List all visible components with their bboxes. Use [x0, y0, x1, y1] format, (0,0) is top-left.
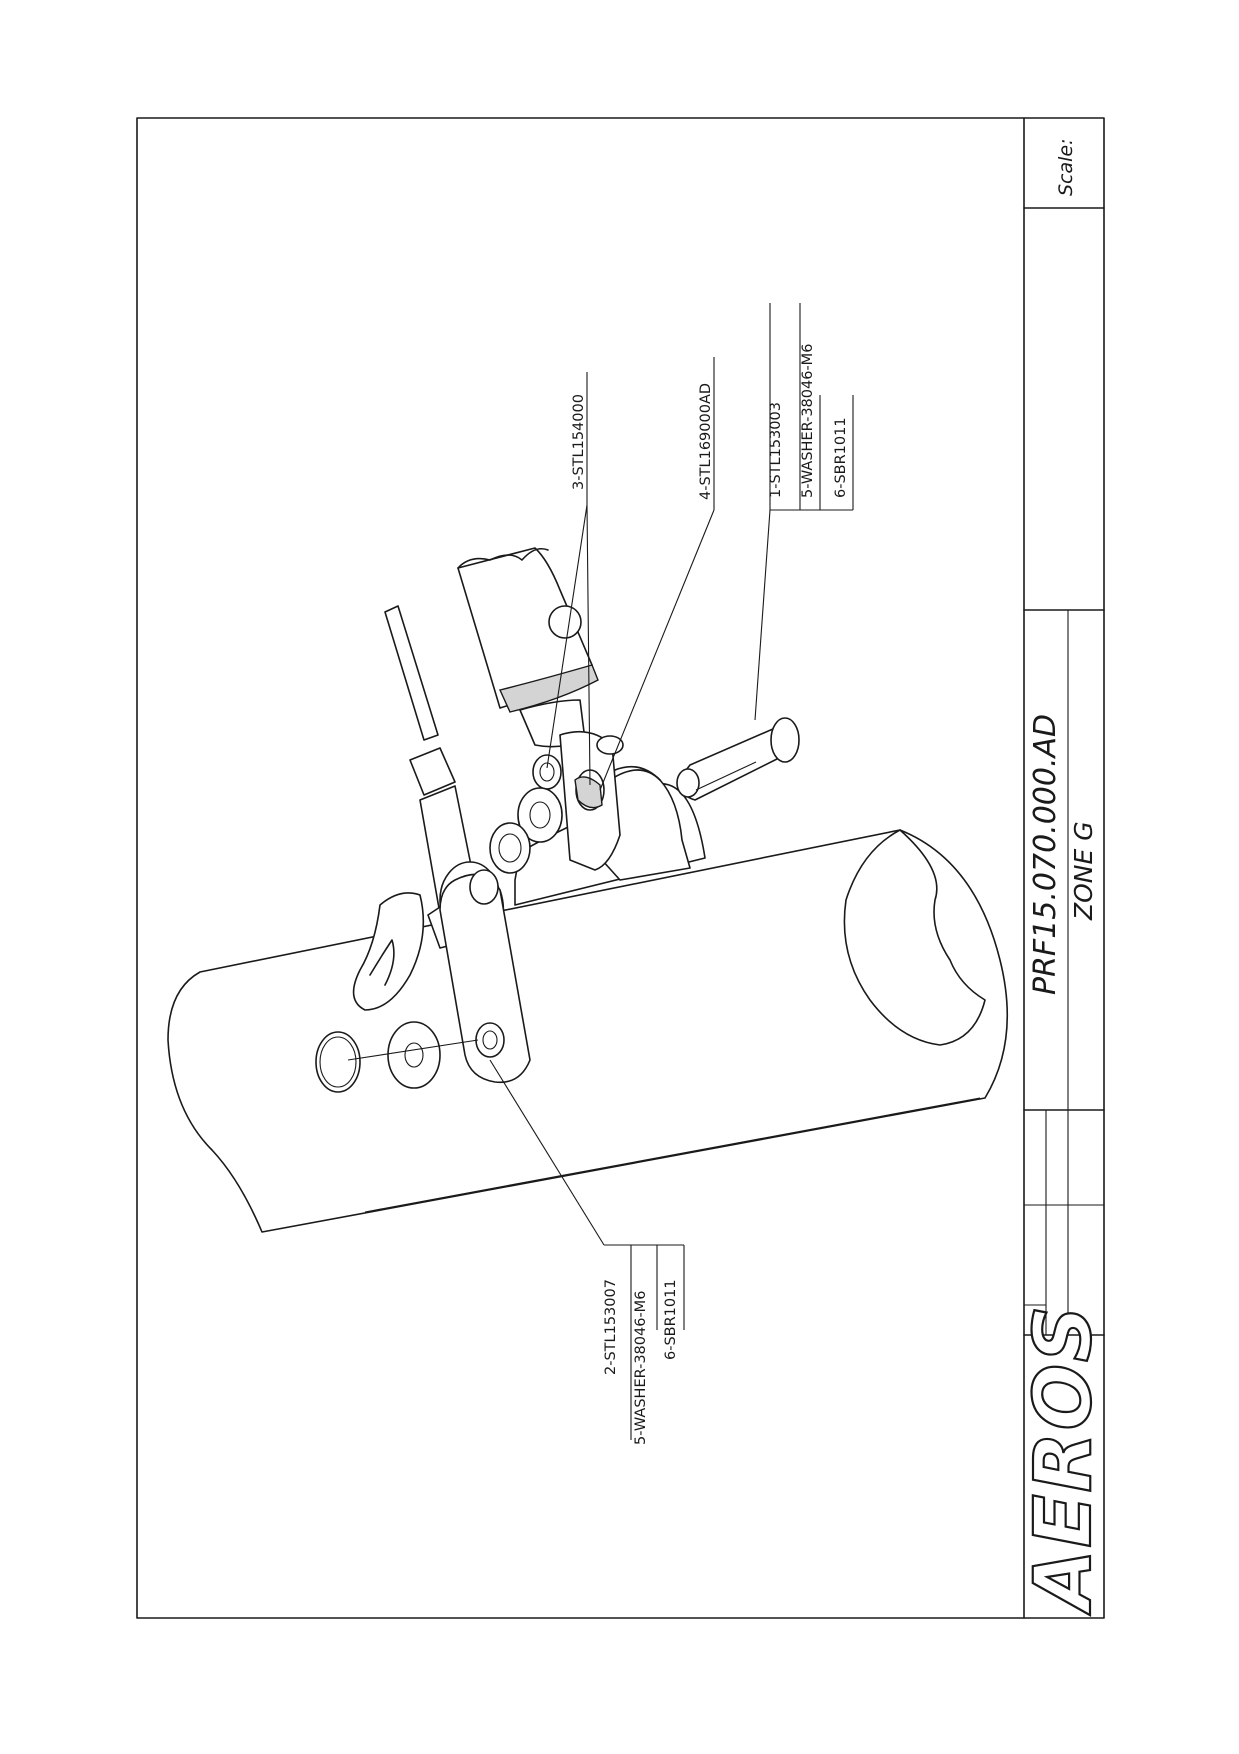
hook-piece	[352, 892, 425, 1011]
main-tube	[167, 829, 1009, 1233]
callout-6-sbr1011-bottom: 6-SBR1011	[663, 1279, 679, 1360]
bolt-upper	[676, 717, 800, 801]
drawing-frame	[136, 117, 1105, 1619]
washer-lower	[347, 1021, 479, 1089]
drawing-number: PRF15.070.000.AD	[1028, 714, 1063, 995]
callout-2-stl153007: 2-STL153007	[603, 1279, 619, 1375]
leader-lines	[489, 303, 854, 1440]
washer-stack-upper	[489, 754, 605, 874]
callout-labels: 3-STL154000 4-STL169000AD 1-STL153003 5-…	[571, 344, 849, 1445]
aeros-logo: AEROS	[1019, 1304, 1109, 1616]
circlip-lower	[315, 1031, 361, 1093]
title-block: Scale: PRF15.070.000.AD ZONE G AEROS	[1018, 117, 1110, 1619]
callout-3-stl154000: 3-STL154000	[571, 394, 587, 490]
upper-fitting	[457, 547, 624, 871]
callout-1-stl153003: 1-STL153003	[768, 402, 784, 498]
callout-4-stl169000ad: 4-STL169000AD	[698, 383, 714, 500]
callout-5-washer-bottom: 5-WASHER-38046-M6	[633, 1291, 649, 1445]
callout-6-sbr1011-top: 6-SBR1011	[833, 417, 849, 498]
link-plate	[439, 869, 531, 1084]
scale-label: Scale:	[1055, 138, 1077, 196]
callout-5-washer-top: 5-WASHER-38046-M6	[800, 344, 816, 498]
zone-label: ZONE G	[1069, 821, 1098, 921]
